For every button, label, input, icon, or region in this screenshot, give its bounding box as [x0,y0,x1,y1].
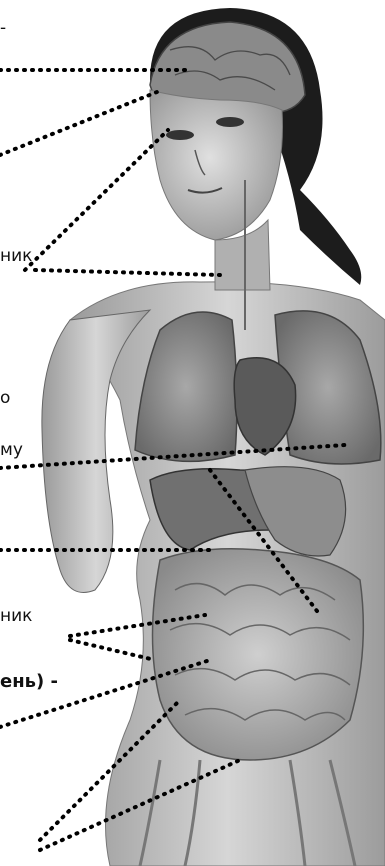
label-en: ень) - [0,672,58,692]
label-top-dash: - [0,18,6,38]
label-o: о [0,388,10,408]
label-nik-upper: ник [0,246,32,266]
intestines [153,549,364,760]
label-mu: му [0,440,23,460]
label-nik-lower: ник [0,606,32,626]
face [150,90,283,240]
